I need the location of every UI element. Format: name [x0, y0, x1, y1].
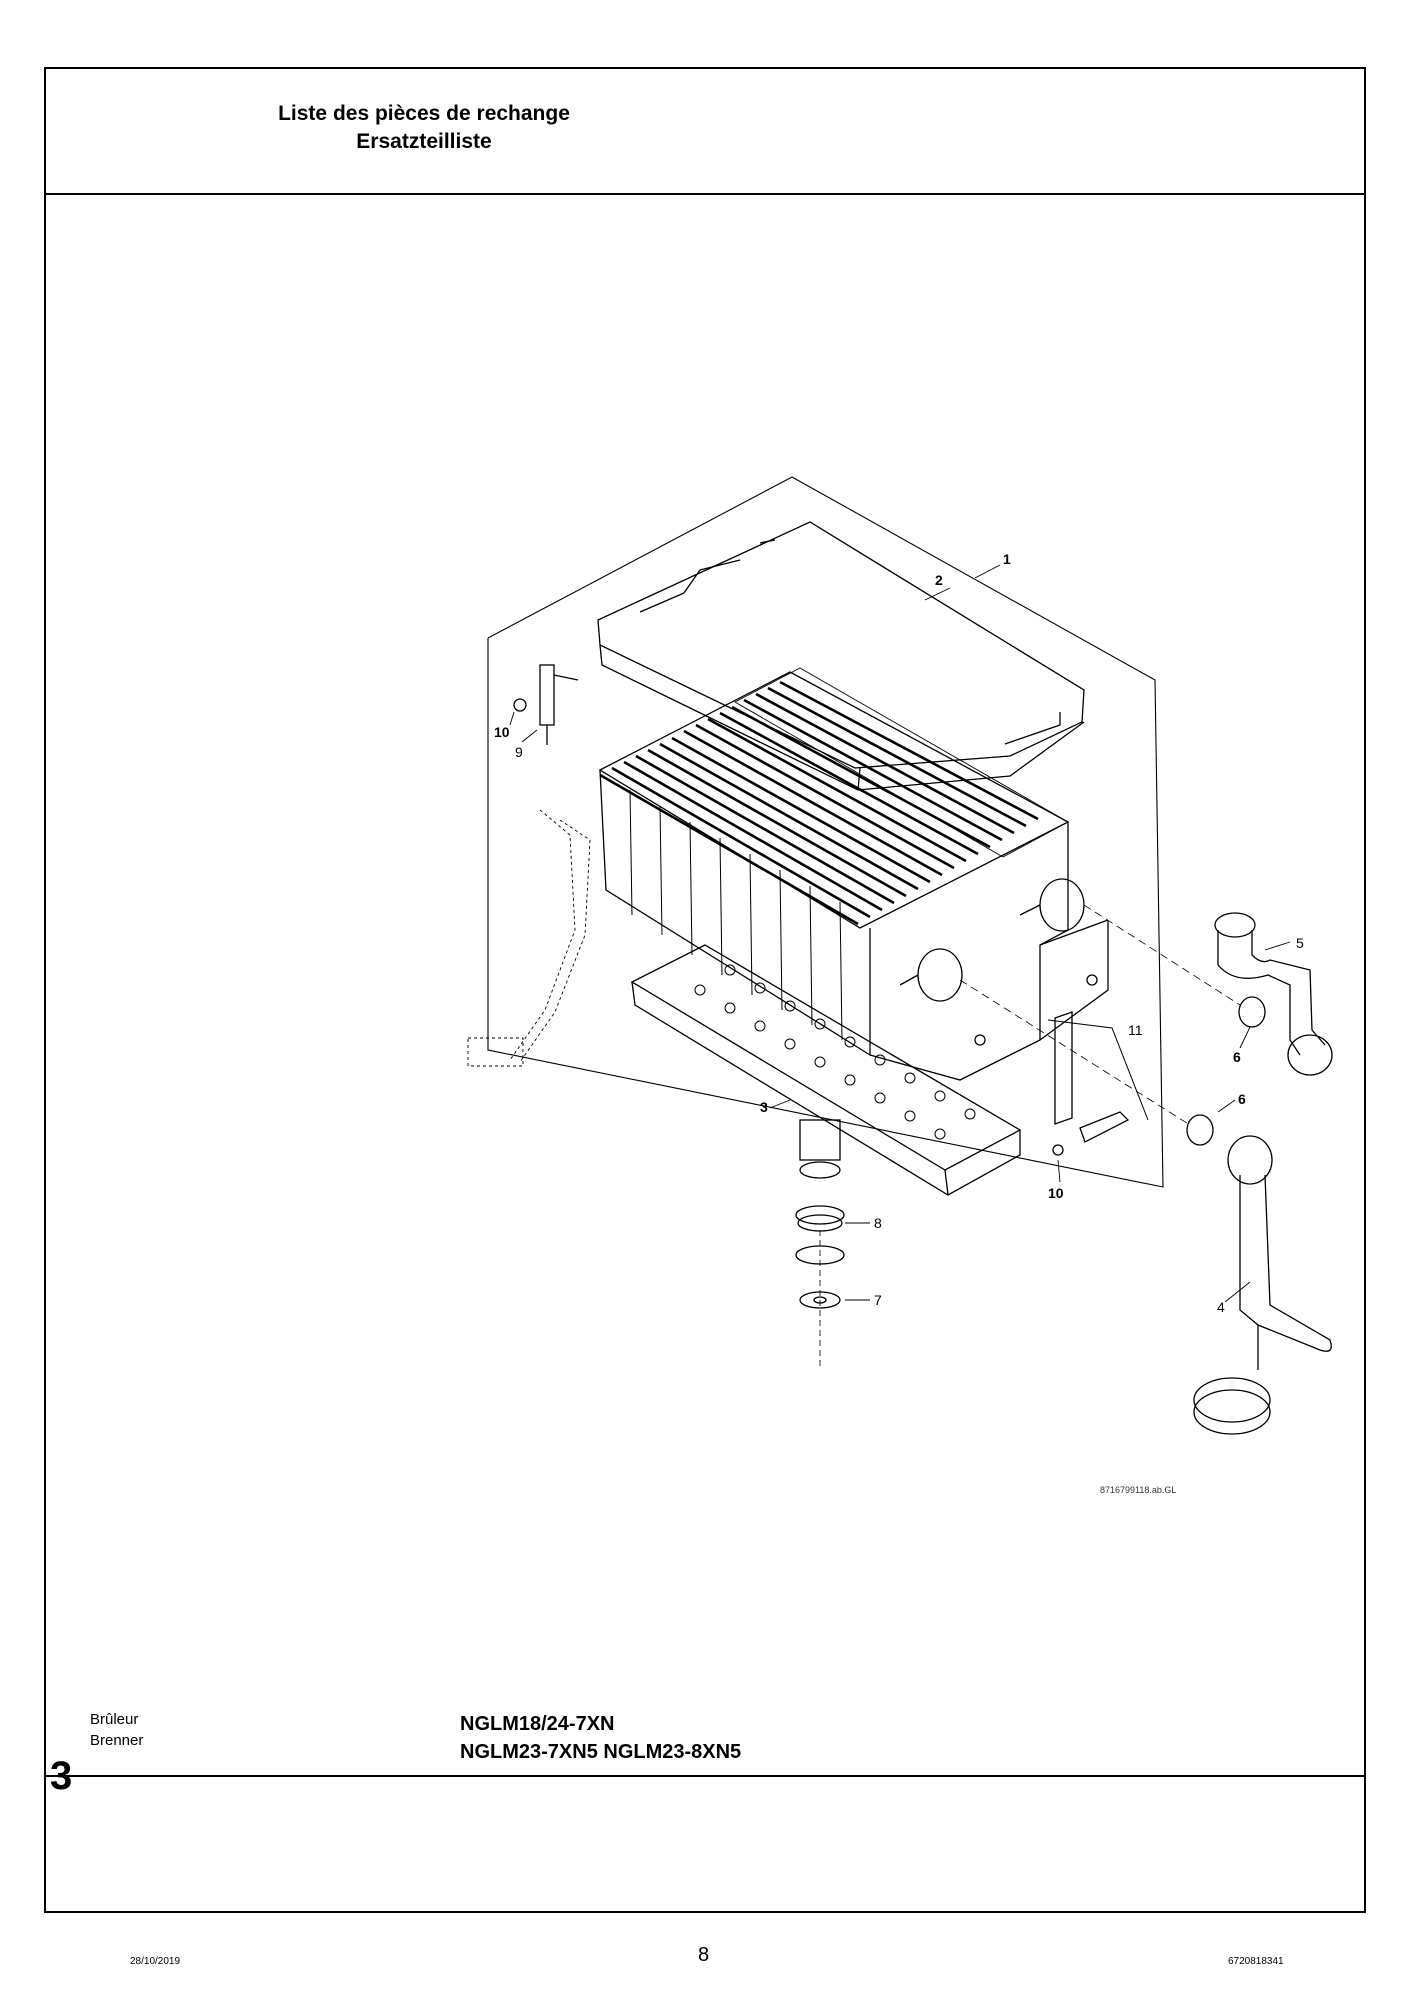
callout-10-upper: 10 — [494, 724, 510, 740]
gasket-6-lower — [1186, 1114, 1214, 1146]
section-name-french: Brûleur — [90, 1711, 139, 1728]
footer-date: 28/10/2019 — [130, 1956, 181, 1967]
callout-6-lower: 6 — [1238, 1091, 1246, 1107]
callout-7: 7 — [874, 1292, 882, 1308]
drawing-reference: 8716799118.ab.GL — [1100, 1485, 1176, 1495]
callout-2: 2 — [935, 572, 943, 588]
bracket-11 — [1047, 1011, 1149, 1156]
footer-divider — [46, 1775, 1364, 1777]
nozzles — [694, 964, 976, 1140]
callout-8: 8 — [874, 1215, 882, 1231]
section-name-german: Brenner — [90, 1732, 144, 1749]
callout-1: 1 — [1003, 551, 1011, 567]
callout-10-lower: 10 — [1048, 1185, 1064, 1201]
title-german: Ersatzteilliste — [356, 130, 492, 153]
header-divider — [46, 193, 1364, 195]
document-number: 6720818341 — [1228, 1956, 1284, 1967]
model-line-1: NGLM18/24-7XN — [460, 1713, 615, 1735]
burner-body — [598, 667, 1109, 1081]
pipe-4 — [1193, 1135, 1332, 1435]
title-french: Liste des pièces de rechange — [278, 102, 570, 125]
gasket-8 — [797, 1214, 843, 1232]
callout-11: 11 — [1128, 1022, 1143, 1038]
page-number: 8 — [698, 1944, 710, 1966]
callout-6-upper: 6 — [1233, 1049, 1241, 1065]
electrode-9 — [513, 664, 579, 745]
ignition-lead-ghost — [467, 809, 591, 1067]
gas-connections — [899, 878, 1085, 1002]
nozzle-manifold — [630, 944, 1022, 1265]
pipe-5 — [1214, 912, 1333, 1076]
burner-fins — [629, 789, 843, 1041]
callout-5: 5 — [1296, 935, 1304, 951]
gasket-6-upper — [1238, 996, 1266, 1028]
callout-4: 4 — [1217, 1299, 1225, 1315]
page-frame — [44, 67, 1366, 1913]
burner-cover-tray — [597, 521, 1085, 791]
callout-9: 9 — [515, 744, 523, 760]
burner-grille — [599, 680, 1039, 926]
section-number: 3 — [50, 1754, 73, 1798]
callout-3: 3 — [760, 1099, 768, 1115]
model-line-2: NGLM23-7XN5 NGLM23-8XN5 — [460, 1741, 742, 1763]
